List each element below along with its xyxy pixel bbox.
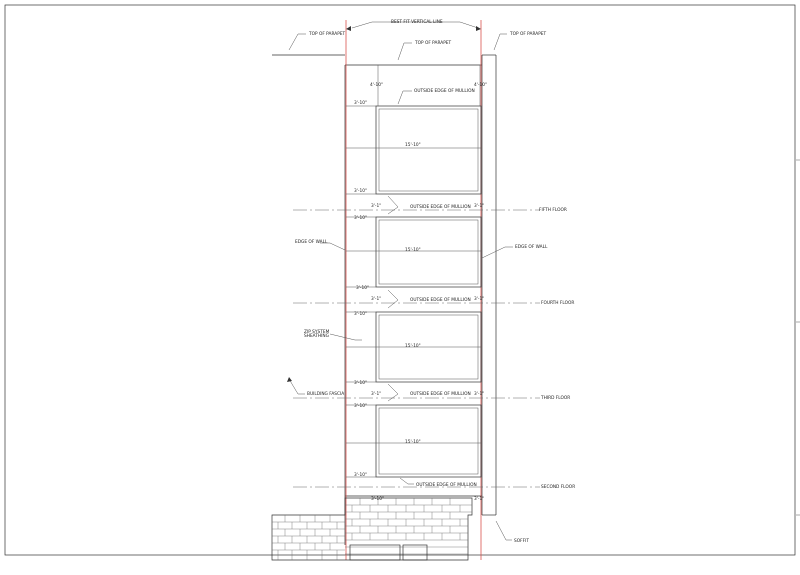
soffit-label: SOFFIT <box>514 538 529 544</box>
window-second <box>375 404 482 478</box>
dim-w4-top: 3'-10" <box>354 403 367 409</box>
dim-3-left: 3'-1" <box>371 391 381 397</box>
dim-w4-width: 15'-10" <box>405 439 421 445</box>
mullion-label-top: OUTSIDE EDGE OF MULLION <box>414 88 475 94</box>
dim-w3-bottom: 3'-10" <box>354 380 367 386</box>
zip-system-leader <box>329 333 362 341</box>
dim-base-right: 3'-1" <box>474 496 484 502</box>
edge-wall-label-left: EDGE OF WALL <box>295 239 328 245</box>
dim-4-right: 3'-1" <box>474 296 484 302</box>
parapet-leader-center <box>397 42 412 61</box>
brick-masonry <box>271 497 473 561</box>
dim-5-left: 3'-1" <box>371 203 381 209</box>
dim-w3-width: 15'-10" <box>405 343 421 349</box>
parapet-leader-left <box>288 33 306 51</box>
mullion-arrow-fifth <box>387 195 399 215</box>
soffit-leader <box>495 520 512 541</box>
mullion-leader-top <box>397 90 412 105</box>
mullion-arrow-third <box>387 383 399 402</box>
dim-w2-width: 15'-10" <box>405 247 421 253</box>
top-parapet-label-center: TOP OF PARAPET <box>414 40 451 46</box>
dim-3-right: 3'-1" <box>474 391 484 397</box>
mullion-label-fifth: OUTSIDE EDGE OF MULLION <box>410 204 471 210</box>
dim-w1-bottom: 3'-10" <box>354 188 367 194</box>
dim-4-left: 3'-1" <box>371 296 381 302</box>
zip-system-label-line1: ZIP SYSTEM <box>304 329 330 335</box>
mullion-label-second: OUTSIDE EDGE OF MULLION <box>416 482 477 488</box>
fascia-leader <box>288 378 305 395</box>
window-fourth <box>375 216 482 288</box>
edge-wall-label-right: EDGE OF WALL <box>515 244 548 250</box>
mullion-arrow-fourth <box>387 289 399 309</box>
mullion-label-third: OUTSIDE EDGE OF MULLION <box>410 391 471 397</box>
window-fifth <box>375 105 482 195</box>
fourth-floor-label: FOURTH FLOOR <box>541 300 574 306</box>
parapet-leader-right <box>493 33 507 51</box>
best-fit-label: BEST FIT VERTICAL LINE <box>391 19 443 25</box>
edge-wall-leader-left <box>320 242 346 251</box>
dim-w1-top: 3'-10" <box>354 100 367 106</box>
dim-top-left: 4'-10" <box>370 82 383 88</box>
third-floor-label: THIRD FLOOR <box>540 395 570 401</box>
mullion-leader-second <box>399 477 414 485</box>
dim-w4-bottom: 3'-10" <box>354 472 367 478</box>
dim-w2-top: 3'-10" <box>354 215 367 221</box>
dim-top-right: 4'-10" <box>474 82 487 88</box>
fifth-floor-label: FIFTH FLOOR <box>539 207 567 213</box>
dim-5-right: 3'-1" <box>474 203 484 209</box>
sheet-border <box>4 4 796 556</box>
zip-system-label-line2: SHEATHING <box>304 333 329 339</box>
dim-w3-top: 3'-10" <box>354 311 367 317</box>
dim-base-left: 3'-10" <box>371 496 384 502</box>
dim-w2-bottom: 3'-10" <box>356 285 369 291</box>
wall-outline <box>344 54 497 545</box>
building-fascia-label: BUILDING FASCIA <box>307 391 344 397</box>
second-floor-label: SECOND FLOOR <box>541 484 575 490</box>
dim-w1-width: 15'-10" <box>405 142 421 148</box>
top-parapet-label-left: TOP OF PARAPET <box>308 31 345 37</box>
mullion-label-fourth: OUTSIDE EDGE OF MULLION <box>410 297 471 303</box>
top-parapet-label-right: TOP OF PARAPET <box>509 31 546 37</box>
best-fit-callout <box>346 21 481 31</box>
edge-wall-leader-right <box>481 246 513 259</box>
